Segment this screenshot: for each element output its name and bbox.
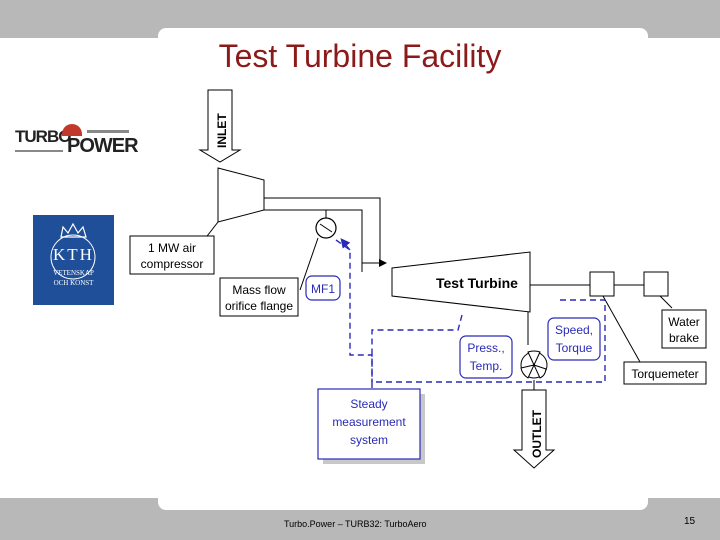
mass-flow-label-1: Mass flow: [232, 283, 286, 297]
mf1-label: MF1: [311, 282, 335, 296]
footer-text: Turbo.Power – TURB32: TurboAero: [284, 519, 427, 529]
bottom-bar-notch: [158, 498, 648, 510]
slide-title: Test Turbine Facility: [218, 38, 502, 74]
torquemeter-callout-line: [602, 295, 641, 363]
duct-lower: [264, 209, 363, 272]
torquemeter-box: [589, 271, 615, 297]
water-brake-box: [643, 271, 669, 297]
page-number: 15: [684, 516, 696, 527]
top-bar-notch: [158, 28, 648, 42]
mass-flow-callout-line: [299, 237, 319, 291]
torquemeter-label-box: [623, 361, 707, 385]
torque-label: Torque: [556, 341, 593, 355]
mass-flow-label-2: orifice flange: [225, 299, 293, 313]
water-brake-label-box: [661, 309, 707, 349]
kth-crown-icon: [50, 222, 96, 280]
steady-label-1: Steady: [350, 397, 387, 411]
outlet-arrow: [512, 389, 556, 469]
speed-torque-signal-line: [372, 299, 606, 383]
compressor-label-2: compressor: [141, 257, 204, 271]
kth-logo-line2: OCH KONST: [53, 279, 94, 287]
steady-label-3: system: [350, 433, 388, 447]
compressor-label-box: [129, 235, 215, 275]
temp-label: Temp.: [470, 359, 503, 373]
turbopower-logo-text-2: POWER: [67, 135, 139, 157]
mf1-label-box: [305, 275, 341, 301]
steady-label-2: measurement: [332, 415, 406, 429]
inlet-label: INLET: [215, 113, 229, 148]
inlet-arrow: [198, 89, 242, 163]
water-brake-label-2: brake: [669, 331, 699, 345]
compressor-label-1: 1 MW air: [148, 241, 196, 255]
fan-icon: [520, 350, 548, 379]
kth-logo-line1: VETENSKAP: [53, 269, 94, 277]
test-turbine-label: Test Turbine: [436, 275, 518, 291]
speed-torque-label-box: [547, 317, 601, 361]
turbopower-logo-mark: [62, 124, 82, 136]
turbopower-logo-text-1: TURBO: [15, 127, 71, 146]
mf1-signal-line: [335, 239, 373, 382]
press-temp-label-box: [459, 335, 513, 379]
mass-flow-label-box: [219, 277, 299, 317]
steady-system-box: [317, 388, 421, 460]
water-brake-label-1: Water: [668, 315, 700, 329]
press-temp-signal-line: [371, 314, 463, 382]
duct-upper: [264, 197, 381, 263]
outlet-label: OUTLET: [530, 409, 544, 458]
speed-label: Speed,: [555, 323, 593, 337]
water-brake-callout-line: [659, 295, 673, 309]
compressor: [217, 167, 265, 223]
turbopower-logo: TURBO POWER: [15, 124, 139, 158]
kth-logo: KTH VETENSKAP OCH KONST: [33, 215, 114, 305]
press-label: Press.,: [467, 341, 504, 355]
torquemeter-label: Torquemeter: [631, 367, 698, 381]
kth-logo-name: KTH: [53, 245, 94, 264]
